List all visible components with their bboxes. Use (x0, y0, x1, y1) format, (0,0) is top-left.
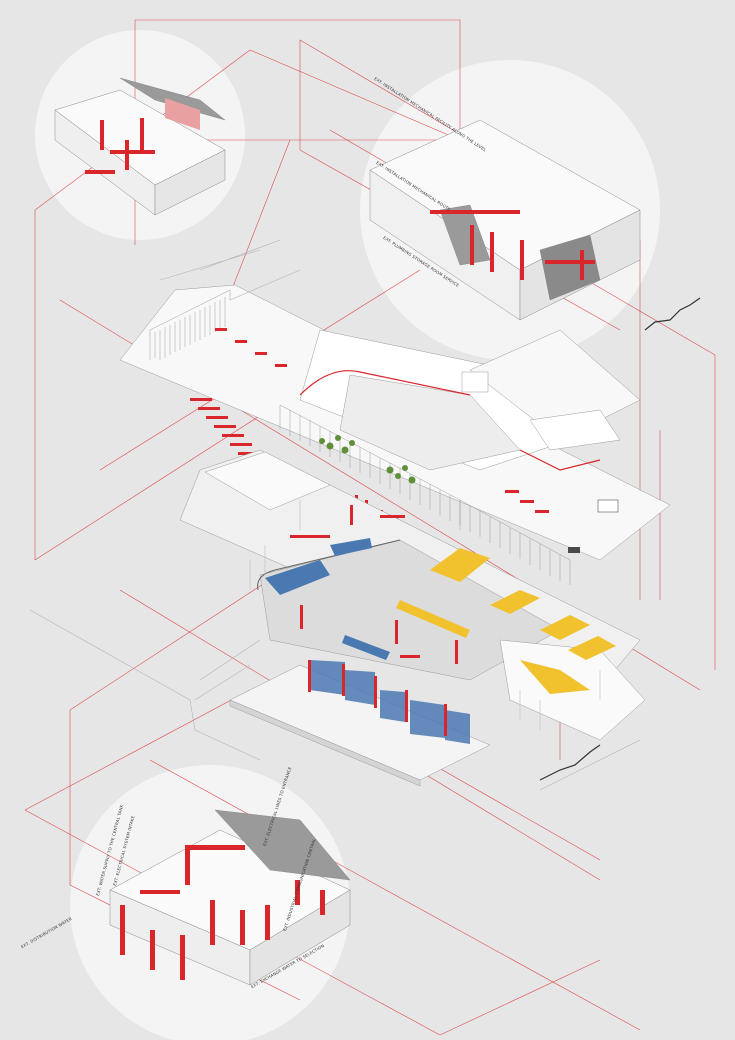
detail-top-right-red (430, 210, 595, 280)
middle-curved-wall (257, 539, 401, 591)
lower-level-base (229, 699, 421, 787)
detail-top-left-red (85, 118, 155, 174)
upper-level-red-route (299, 370, 601, 471)
detail-bottom-left-red (120, 845, 325, 980)
lower-level-red (308, 655, 447, 736)
trees (319, 435, 416, 484)
elevation-profile-bottom (539, 744, 601, 781)
atrium-void (339, 374, 521, 471)
middle-level-yellow (396, 548, 616, 694)
middle-level-red (290, 505, 458, 664)
upper-annex-block (529, 409, 621, 451)
lower-level (229, 664, 491, 787)
elevation-profile-top (644, 297, 701, 331)
lower-level-blue-rooms (310, 660, 470, 744)
dark-equipment (568, 499, 619, 553)
upper-level-facade (149, 289, 571, 585)
chimney-block (461, 371, 489, 393)
middle-left-rooms (204, 451, 331, 511)
lower-level-columns (249, 500, 601, 730)
middle-level-blue (265, 538, 390, 660)
ground-linework (29, 239, 641, 791)
